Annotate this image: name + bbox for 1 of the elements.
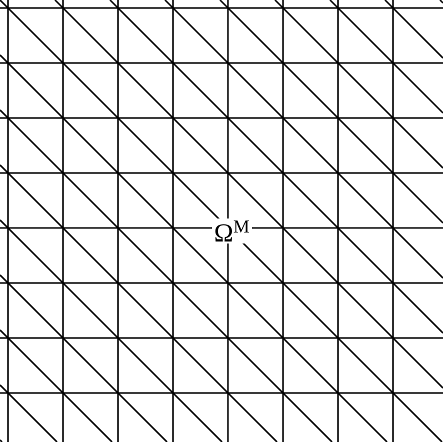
region-label: Ω$^{M}$ xyxy=(212,218,252,244)
